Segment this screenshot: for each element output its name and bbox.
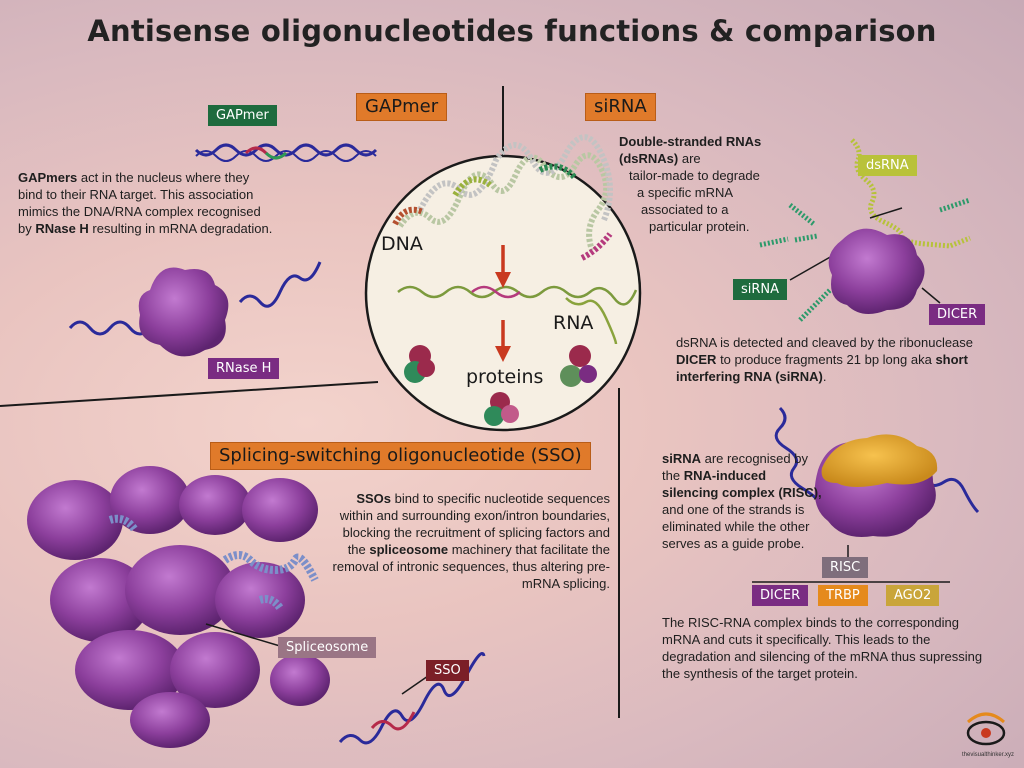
sirna-text2-2: to produce fragments 21 bp long aka (716, 352, 936, 367)
tag-dicer: DICER (929, 304, 986, 325)
rnase-h-protein (138, 267, 229, 357)
sso-bold-1: SSOs (356, 491, 392, 506)
sirna-description-1: Double-stranded RNAs (dsRNAs) are tailor… (619, 133, 809, 235)
sirna-text1-line6: particular protein. (649, 219, 750, 234)
sirna-text1-line3: tailor-made to degrade (629, 168, 760, 183)
dicer-protein (828, 228, 925, 314)
protein-blob-bottom (484, 392, 519, 426)
tag-risc: RISC (822, 557, 869, 578)
sirna-text1-line4: a specific mRNA (637, 185, 734, 200)
tag-spliceosome: Spliceosome (278, 637, 377, 658)
sirna-text1-line1: Double-stranded RNAs (619, 134, 762, 149)
gapmer-bold-1: GAPmers (18, 170, 78, 185)
sso-bold-2: spliceosome (369, 542, 449, 557)
sirna-text3-bold-2: RNA-induced silencing complex (RISC), (662, 468, 822, 500)
circle-label-rna: RNA (553, 312, 594, 334)
gapmer-bold-2: RNase H (35, 221, 89, 236)
arrow-dna-to-rna (495, 272, 511, 288)
sirna-text2-3: . (822, 369, 827, 384)
sirna-text2-bold-1: DICER (676, 352, 717, 367)
sirna-text3-1: are recognised by the (662, 451, 808, 483)
tag-dicer-risc: DICER (752, 585, 809, 606)
sirna-text2-bold-2: short interfering RNA (siRNA) (676, 352, 968, 384)
gapmer-text-2: resulting in mRNA degradation. (88, 221, 273, 236)
arrow-rna-to-proteins (495, 346, 511, 362)
tag-trbp: TRBP (818, 585, 868, 606)
sirna-text2-1: dsRNA is detected and cleaved by the rib… (676, 335, 974, 350)
tag-sso: SSO (426, 660, 469, 681)
sso-text-1: bind to specific nucleotide sequences wi… (339, 491, 610, 557)
sirna-text3-2: and one of the strands is eliminated whi… (662, 502, 810, 551)
tag-sirna: siRNA (733, 279, 788, 300)
sirna-description-2: dsRNA is detected and cleaved by the rib… (676, 334, 1006, 385)
logo-emblem (966, 712, 1006, 746)
risc-yellow-subunit (821, 434, 938, 487)
sirna-description-3: siRNA are recognised by the RNA-induced … (662, 450, 822, 552)
spliceosome-complex (27, 466, 330, 748)
protein-blob-left (404, 345, 435, 383)
section-label-gapmer: GAPmer (356, 93, 448, 121)
sirna-text1-line5: associated to a (641, 202, 729, 217)
section-label-sirna: siRNA (585, 93, 656, 121)
tag-ago2: AGO2 (886, 585, 940, 606)
divider-horizontal-left (0, 381, 379, 407)
tag-gapmer: GAPmer (208, 105, 277, 126)
page-title: Antisense oligonucleotides functions & c… (87, 14, 937, 48)
gapmer-description: GAPmers act in the nucleus where they bi… (18, 169, 273, 237)
sirna-text1-line2b: are (678, 151, 701, 166)
section-label-sso: Splicing-switching oligonucleotide (SSO) (210, 442, 591, 470)
sirna-text1-line2: (dsRNAs) (619, 151, 679, 166)
gapmer-text-1: act in the nucleus where they bind to th… (18, 170, 261, 236)
sirna-text3-bold-1: siRNA (662, 451, 702, 466)
central-cell-circle (364, 154, 642, 432)
circle-label-proteins: proteins (466, 366, 544, 388)
logo-url: thevisualthinker.xyz (962, 752, 1015, 758)
dsrna-helix (850, 138, 971, 249)
tag-rnase-h: RNase H (208, 358, 280, 379)
sirna-description-4: The RISC-RNA complex binds to the corres… (662, 615, 983, 681)
tag-dsrna: dsRNA (858, 155, 917, 176)
circle-label-dna: DNA (381, 233, 423, 255)
sso-description: SSOs bind to specific nucleotide sequenc… (322, 490, 610, 592)
protein-blob-right (560, 345, 597, 387)
sso-text-2: machinery that facilitate the removal of… (332, 542, 610, 591)
